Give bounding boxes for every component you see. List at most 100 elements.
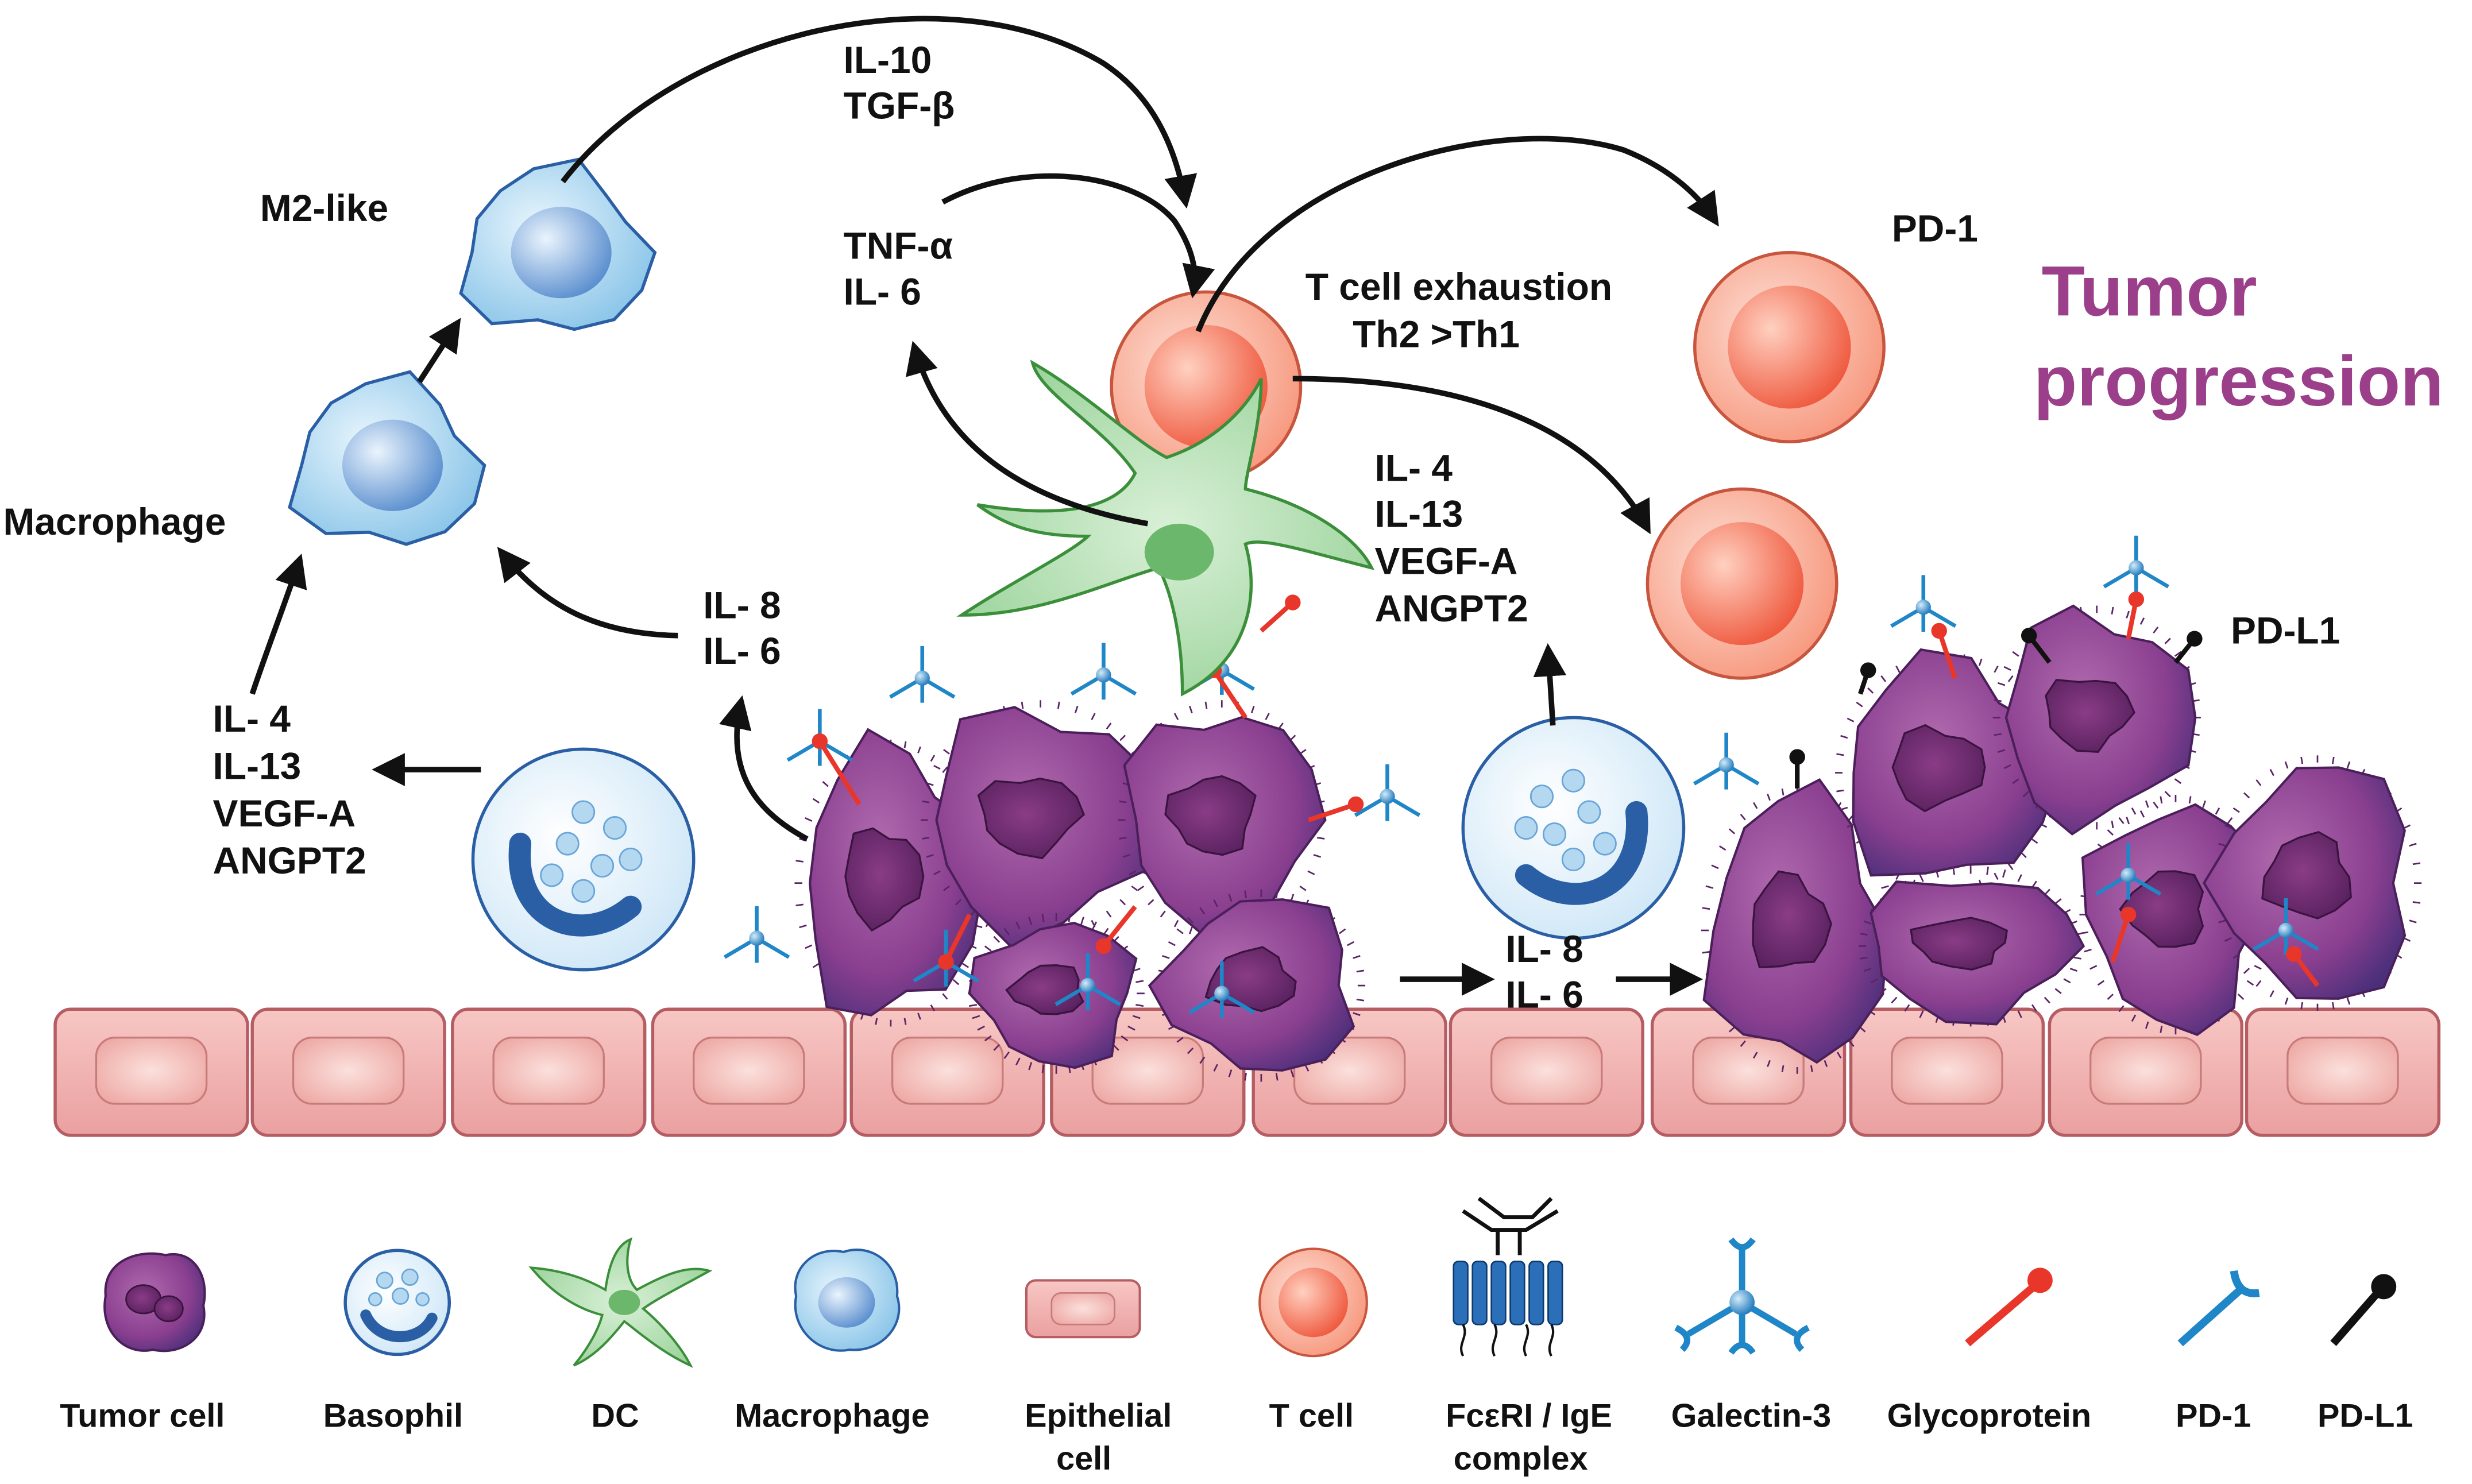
label-il10: IL-10 xyxy=(844,38,932,81)
legend-item-basophil: Basophil xyxy=(323,1249,463,1435)
galectin-3-molecule xyxy=(1070,643,1137,700)
tumor-cell xyxy=(1859,865,2085,1027)
pd-l1-molecule xyxy=(1789,749,1805,789)
galectin-3-molecule xyxy=(1890,575,1957,632)
legend-label-dc: DC xyxy=(591,1398,639,1435)
tumor-cell xyxy=(1992,604,2201,836)
legend-label-macrophage: Macrophage xyxy=(735,1398,929,1435)
glycoprotein-icon xyxy=(1965,1267,2053,1347)
tumor-clusters xyxy=(794,604,2422,1082)
label-left-il13: IL-13 xyxy=(213,745,302,787)
legend-item-dc: DC xyxy=(528,1237,713,1435)
text-labels: M2-like Macrophage IL-10 TGF-β TNF-α IL-… xyxy=(3,38,2443,1016)
label-th2-th1: Th2 >Th1 xyxy=(1353,312,1520,355)
label-il6-top: IL- 6 xyxy=(844,270,921,312)
arrow-tcell-to-right xyxy=(1292,376,1651,535)
epithelial-cell xyxy=(1449,1007,1644,1137)
glycoprotein-molecule xyxy=(938,913,972,970)
label-m2-like: M2-like xyxy=(260,187,388,229)
galectin-3-molecule xyxy=(889,646,956,703)
macrophage-cell xyxy=(288,370,486,546)
tumor-cell xyxy=(1701,778,1894,1074)
legend-label-tumor-cell: Tumor cell xyxy=(60,1398,225,1435)
arrow-baso-to-il4-right xyxy=(1533,643,1567,726)
legend-item-pd-l1: PD-L1 xyxy=(2318,1274,2413,1435)
epithelial-cell xyxy=(2245,1007,2441,1137)
label-tgfb: TGF-β xyxy=(844,84,955,126)
basophil-left xyxy=(471,747,696,972)
epithelial-cell xyxy=(53,1007,249,1137)
glycoprotein-molecule xyxy=(812,733,862,806)
label-left-il8: IL- 8 xyxy=(703,584,781,627)
glycoprotein-molecule xyxy=(1095,905,1137,954)
epithelial-cell xyxy=(2048,1007,2243,1137)
pd-l1-icon xyxy=(2330,1274,2397,1346)
label-left-angpt2: ANGPT2 xyxy=(213,839,366,882)
arrow-dc-to-tnf xyxy=(906,341,1149,527)
galectin-3-molecule xyxy=(723,906,790,963)
legend-item-fceri-ige: FcεRI / IgE complex xyxy=(1446,1196,1612,1477)
legend-label-epithelial: Epithelial xyxy=(1025,1398,1172,1435)
arrow-m2-to-center xyxy=(561,16,1198,209)
dendritic-cell xyxy=(956,360,1375,697)
arrow-tnf-to-tcell xyxy=(941,173,1215,299)
basophil-icon xyxy=(343,1249,451,1357)
galectin-3-molecule xyxy=(1354,764,1421,821)
glycoprotein-molecule xyxy=(2110,906,2137,963)
galectin-3-molecule xyxy=(2095,843,2162,900)
t-cell-pd1-top xyxy=(1693,250,1886,443)
glycoprotein-molecule xyxy=(1931,623,1957,679)
legend-label-basophil: Basophil xyxy=(323,1398,463,1435)
label-right-vegfa: VEGF-A xyxy=(1375,540,1518,582)
epithelial-cell xyxy=(849,1007,1045,1137)
tumor-cell xyxy=(968,913,1145,1074)
legend-label-cell: cell xyxy=(1056,1440,1111,1477)
legend-item-pd-1: PD-1 xyxy=(2176,1270,2260,1435)
tumor-cell xyxy=(1835,648,2060,893)
legend-label-fceri: FcεRI / IgE xyxy=(1446,1398,1612,1435)
label-tnfa: TNF-α xyxy=(844,225,953,267)
pd-l1-molecule xyxy=(1858,662,1876,695)
epithelial-cell xyxy=(1849,1007,2045,1137)
arrow-mac-to-m2 xyxy=(417,318,461,384)
galectin-3-molecule xyxy=(1055,953,1121,1010)
pd-l1-molecule xyxy=(2021,627,2052,664)
legend-label-complex: complex xyxy=(1454,1440,1588,1477)
glycoprotein-molecule xyxy=(2126,591,2145,640)
tumor-cell xyxy=(1118,700,1327,946)
arrow-il8-to-mac xyxy=(497,547,678,639)
arrows xyxy=(249,16,1719,996)
epithelial-cell xyxy=(451,1007,647,1137)
epithelial-cell xyxy=(250,1007,446,1137)
galectin-3-molecule xyxy=(2253,898,2319,955)
tumor-cell xyxy=(921,700,1161,949)
label-pd1-top: PD-1 xyxy=(1892,207,1978,249)
dc-icon xyxy=(528,1237,713,1368)
label-tumor: Tumor xyxy=(2042,252,2257,331)
arrow-tcell-to-pd1cell xyxy=(1195,136,1719,333)
macrophage-icon xyxy=(794,1249,901,1352)
fceri-ige-icon xyxy=(1453,1196,1563,1357)
epithelial-cell-icon xyxy=(1025,1279,1141,1339)
legend-item-galectin-3: Galectin-3 xyxy=(1671,1237,1832,1435)
label-right-il8: IL- 8 xyxy=(1505,928,1583,970)
pd-1-icon xyxy=(2177,1270,2260,1347)
tumor-cell xyxy=(2202,755,2422,1011)
basophil-right xyxy=(1461,716,1686,940)
label-right-il13: IL-13 xyxy=(1375,492,1463,535)
legend-item-glycoprotein: Glycoprotein xyxy=(1887,1267,2091,1435)
legend-item-t-cell: T cell xyxy=(1258,1247,1368,1435)
legend-label-galectin-3: Galectin-3 xyxy=(1671,1398,1832,1435)
glycoprotein-molecule xyxy=(1260,594,1301,633)
immune-cells xyxy=(288,157,1886,972)
galectin-3-molecule xyxy=(1188,961,1255,1018)
legend: Tumor cell Basophil DC xyxy=(60,1196,2413,1477)
t-cell-icon xyxy=(1258,1247,1368,1358)
label-right-il4: IL- 4 xyxy=(1375,447,1453,489)
label-left-il6: IL- 6 xyxy=(703,629,781,672)
legend-item-macrophage: Macrophage xyxy=(735,1249,930,1435)
legend-label-pd-1: PD-1 xyxy=(2176,1398,2251,1435)
label-right-il6: IL- 6 xyxy=(1505,973,1583,1016)
arrow-il4-to-mac xyxy=(249,554,307,695)
legend-item-tumor-cell: Tumor cell xyxy=(60,1252,225,1435)
